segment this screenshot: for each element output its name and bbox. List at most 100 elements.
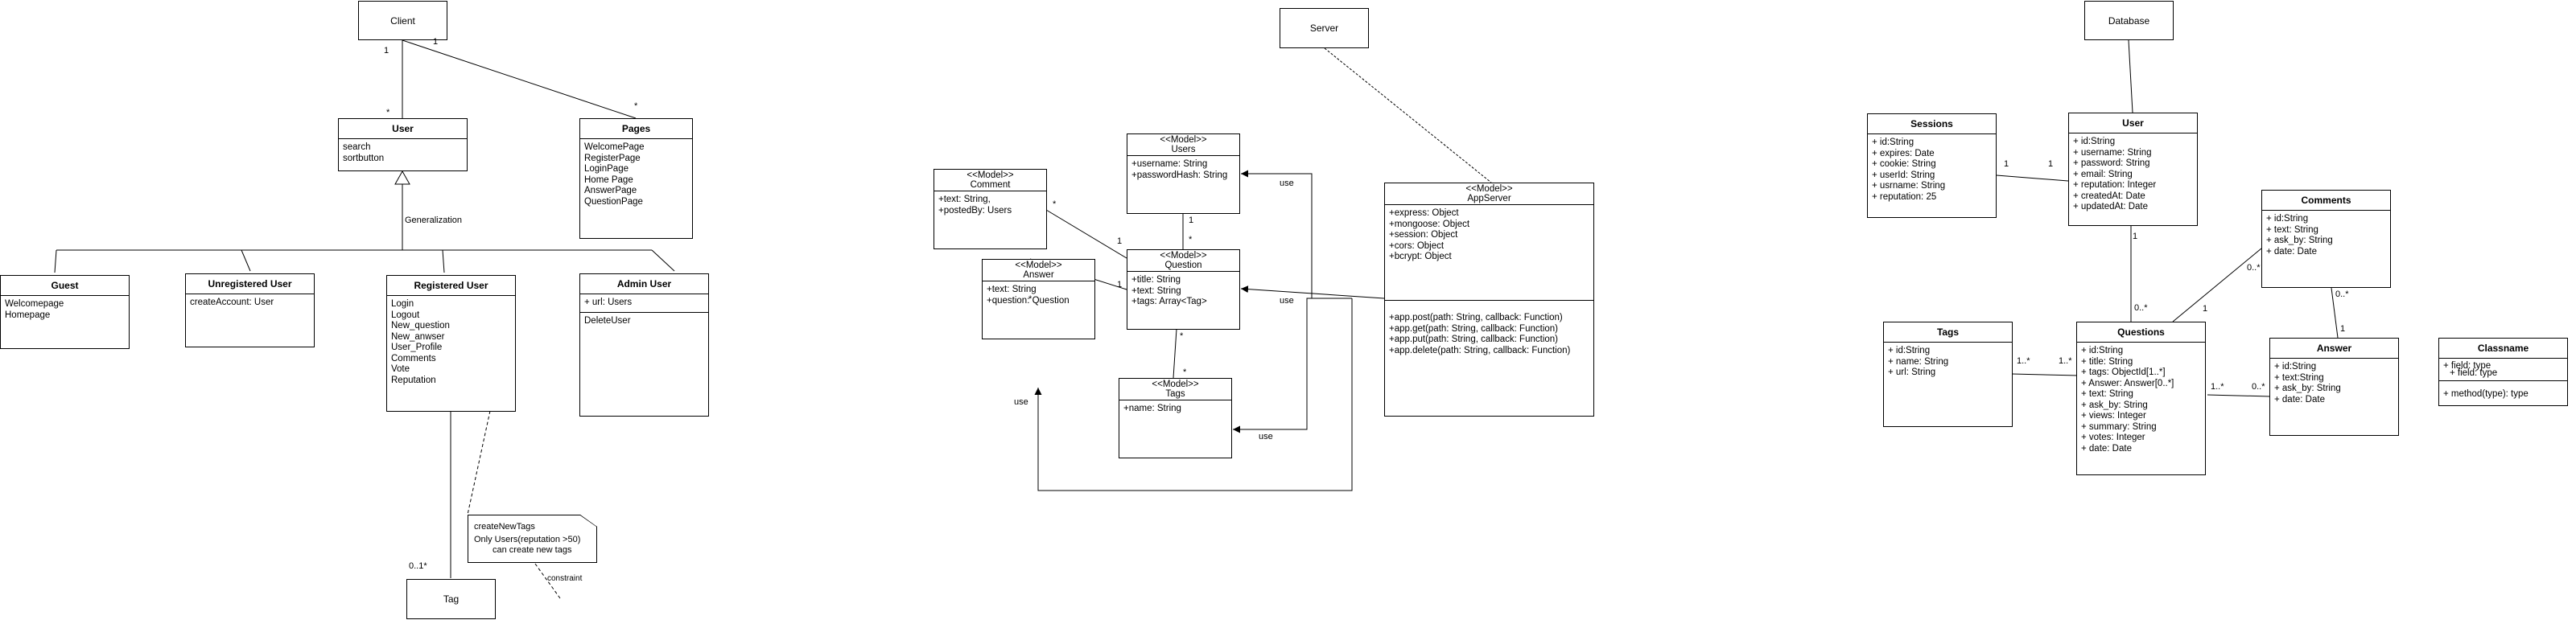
mult-registered-tag: 0..1*	[409, 561, 427, 571]
mult-sessions-side: 1	[2004, 159, 2009, 169]
attr: + cookie: String	[1872, 159, 1936, 169]
model-tags[interactable]: <<Model>> Tags +name: String	[1119, 378, 1232, 458]
method: +app.post(path: String, callback: Functi…	[1389, 313, 1563, 322]
edge-use-question	[1240, 285, 1385, 299]
attr: createAccount: User	[190, 298, 274, 307]
edge-gen-admin	[651, 249, 675, 272]
note-line: createNewTags	[474, 522, 535, 532]
edge-questions-answer	[2207, 394, 2271, 397]
class-client-name: Client	[390, 14, 415, 27]
attr: WelcomePage	[584, 142, 645, 152]
use-label-question: use	[1280, 296, 1294, 306]
attr: +express: Object	[1389, 208, 1459, 218]
class-sessions[interactable]: Sessions + id:String + expires: Date + c…	[1867, 113, 1997, 218]
attr: +cors: Object	[1389, 240, 1445, 251]
class-registered-user-name: Registered User	[387, 276, 515, 296]
attr: RegisterPage	[584, 153, 641, 163]
use-label-tags: use	[1259, 432, 1273, 441]
class-admin-user[interactable]: Admin User + url: Users DeleteUser	[579, 273, 709, 417]
attr: New_anwser	[391, 331, 445, 342]
attr: + field: type	[2450, 368, 2498, 378]
class-classname-name: Classname	[2439, 339, 2567, 359]
model-tags-stereotype: <<Model>>	[1152, 380, 1199, 389]
edge-note-constraint	[534, 563, 561, 599]
model-question[interactable]: <<Model>> Question +title: String +text:…	[1127, 249, 1240, 330]
attr: + tags: ObjectId[1..*]	[2081, 367, 2166, 377]
attr: + id:String	[1888, 346, 1931, 355]
class-tag[interactable]: Tag	[406, 579, 496, 619]
class-guest-name: Guest	[1, 276, 129, 296]
attr: Welcomepage	[5, 299, 64, 309]
attr: QuestionPage	[584, 196, 643, 207]
attr: + url: String	[1888, 367, 1936, 377]
model-comment-stereotype: <<Model>>	[967, 170, 1014, 180]
edge-gen-guest	[54, 249, 57, 273]
attr: + reputation: Integer	[2073, 180, 2157, 190]
class-database[interactable]: Database	[2084, 1, 2174, 40]
attr: + ask_by: String	[2266, 236, 2333, 245]
edge-database-user	[2128, 39, 2133, 113]
attr: Vote	[391, 364, 410, 374]
method: +app.get(path: String, callback: Functio…	[1389, 323, 1558, 334]
model-users[interactable]: <<Model>> Users +username: String +passw…	[1127, 133, 1240, 214]
mult-answer-questions: 0..*	[2252, 382, 2265, 392]
model-app-server-stereotype: <<Model>>	[1465, 184, 1513, 194]
class-guest[interactable]: Guest Welcomepage Homepage	[0, 275, 130, 349]
edge-client-pages	[402, 39, 637, 119]
attr: +name: String	[1123, 404, 1181, 413]
class-admin-user-name: Admin User	[580, 274, 708, 294]
attr: +question: Question	[987, 295, 1070, 306]
attr: +mongoose: Object	[1389, 219, 1470, 229]
model-question-stereotype: <<Model>>	[1160, 251, 1207, 261]
note-line: Only Users(reputation >50)	[474, 535, 581, 544]
mult-question-answer: 1	[1117, 280, 1123, 289]
edge-server-appserver	[1324, 47, 1492, 183]
mult-client-pages-bottom: *	[634, 101, 638, 111]
class-database-name: Database	[2108, 14, 2150, 27]
model-answer[interactable]: <<Model>> Answer +text: String +question…	[982, 259, 1095, 339]
class-comments[interactable]: Comments + id:String + text: String + as…	[2261, 190, 2391, 288]
attr: Home Page	[584, 175, 633, 185]
constraint-note[interactable]: createNewTags Only Users(reputation >50)…	[468, 515, 597, 563]
class-answer[interactable]: Answer + id:String + text:String + ask_b…	[2269, 338, 2399, 436]
class-questions[interactable]: Questions + id:String + title: String + …	[2076, 322, 2206, 475]
mult-questions-answer: 1..*	[2211, 382, 2224, 392]
class-server[interactable]: Server	[1280, 8, 1369, 48]
class-classname[interactable]: Classname + field: type + field: type + …	[2438, 338, 2568, 406]
class-client[interactable]: Client	[358, 1, 447, 40]
model-users-stereotype: <<Model>>	[1160, 135, 1207, 145]
attr: search	[343, 142, 371, 152]
attr: + ask_by: String	[2274, 384, 2341, 393]
class-db-user[interactable]: User + id:String + username: String + pa…	[2068, 113, 2198, 226]
model-comment-name: Comment	[970, 180, 1011, 190]
label-constraint: constraint	[547, 574, 583, 583]
class-pages[interactable]: Pages WelcomePage RegisterPage LoginPage…	[579, 118, 693, 239]
class-registered-user[interactable]: Registered User Login Logout New_questio…	[386, 275, 516, 412]
model-comment[interactable]: <<Model>> Comment +text: String, +posted…	[934, 169, 1047, 249]
class-sessions-name: Sessions	[1868, 114, 1996, 134]
note-line: can create new tags	[493, 545, 572, 555]
attr: +text: String	[987, 285, 1037, 294]
class-tag-name: Tag	[443, 593, 460, 605]
edge-gen-unregistered	[241, 249, 251, 272]
mult-tags-questions: 1..*	[2017, 356, 2030, 366]
mult-comment-side: *	[1053, 199, 1057, 209]
attr: +text: String,	[938, 195, 991, 204]
class-db-tags[interactable]: Tags + id:String + name: String + url: S…	[1883, 322, 2013, 427]
mult-client-user-bottom: *	[386, 108, 390, 117]
class-comments-name: Comments	[2262, 191, 2390, 211]
attr: + title: String	[2081, 356, 2133, 367]
class-user[interactable]: User search sortbutton	[338, 118, 468, 171]
model-app-server-name: AppServer	[1467, 194, 1511, 203]
class-unregistered-user[interactable]: Unregistered User createAccount: User	[185, 273, 315, 347]
model-app-server[interactable]: <<Model>> AppServer +express: Object +mo…	[1384, 183, 1594, 417]
attr: + text: String	[2266, 224, 2318, 235]
mult-questions-comments: 1	[2203, 304, 2208, 314]
use-label-answer: use	[1014, 397, 1028, 407]
attr: +passwordHash: String	[1131, 170, 1228, 180]
attr: + ask_by: String	[2081, 400, 2148, 410]
attr: Reputation	[391, 375, 436, 385]
attr: +tags: Array<Tag>	[1131, 297, 1207, 306]
attr: + url: Users	[584, 298, 633, 307]
method: +app.put(path: String, callback: Functio…	[1389, 335, 1558, 344]
